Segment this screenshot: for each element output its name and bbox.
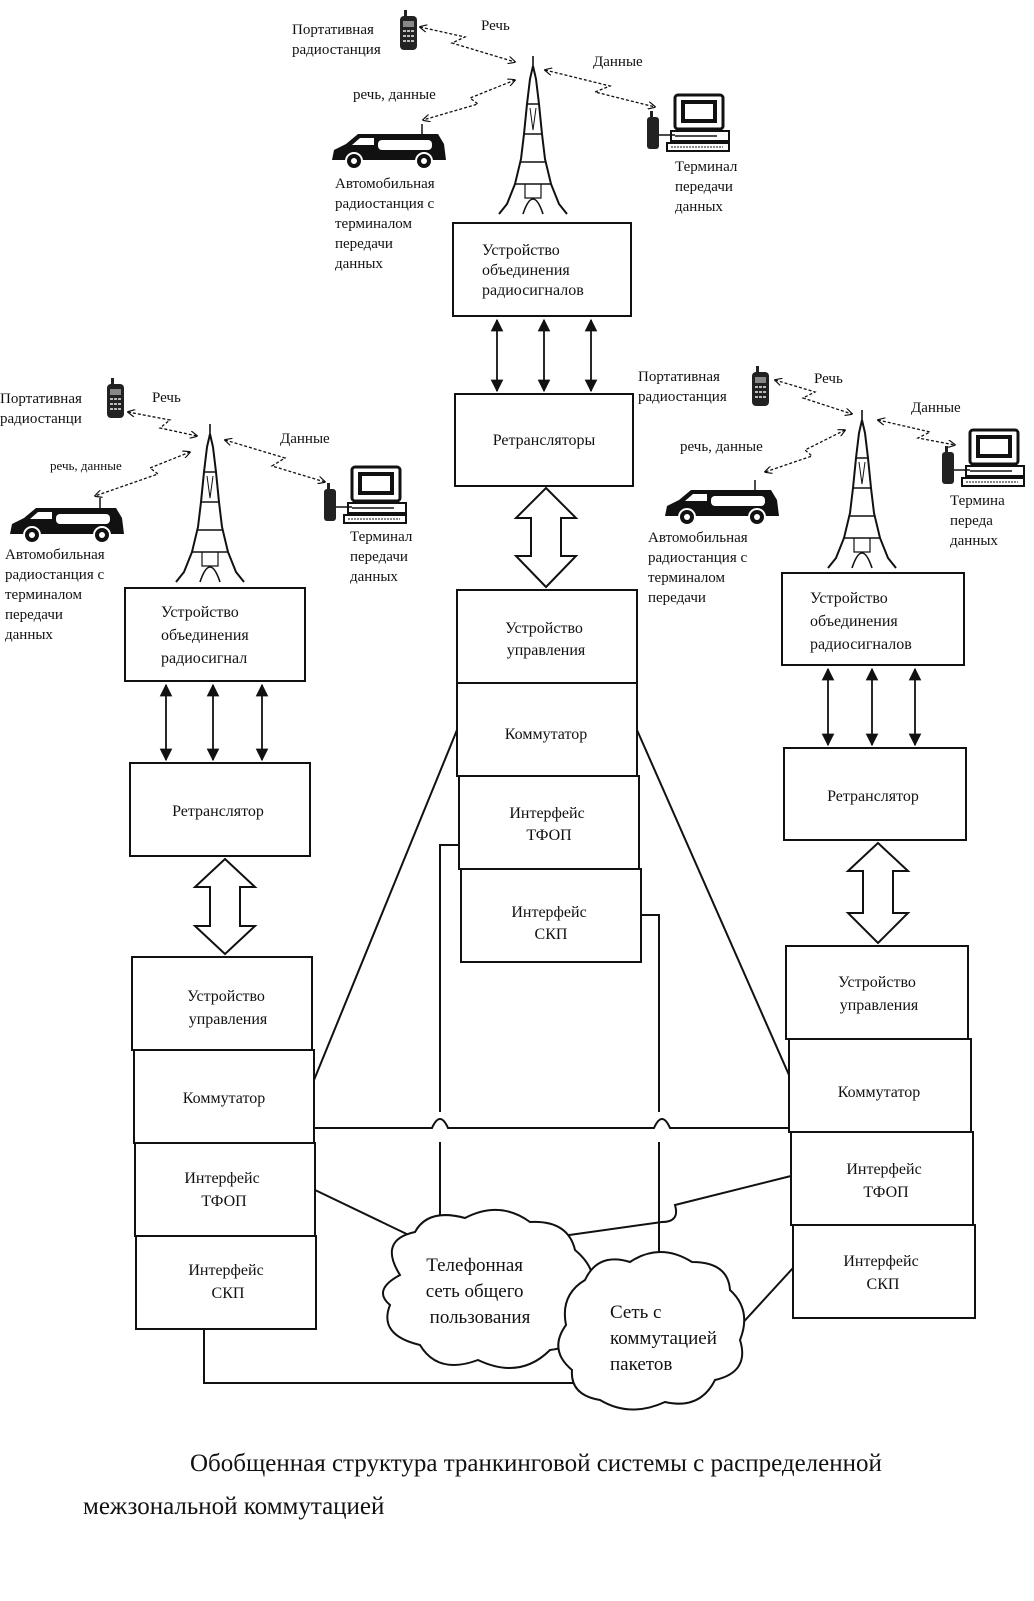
left-combiner-box (124, 587, 306, 682)
left-repeater-box (129, 762, 311, 857)
top-switch-box (456, 682, 638, 777)
left-pstn-if-label: Интерфейс ТФОП (184, 1170, 263, 1210)
right-pdn-if-label: Интерфейс СКП (843, 1253, 922, 1293)
right-pdn-if-box (792, 1224, 976, 1319)
right-combiner-box (781, 572, 965, 666)
left-double-arrow-icon (192, 857, 258, 956)
right-combiner-label: Устройство объединения радиосигналов (810, 590, 912, 653)
top-speech-data-label: речь, данные (353, 87, 436, 103)
top-speech-label: Речь (481, 18, 510, 34)
left-repeater-label: Ретранслятор (172, 803, 264, 820)
left-antenna-icon (175, 423, 245, 583)
top-control-label: Устройство управления (505, 620, 587, 659)
right-speech-label: Речь (814, 371, 843, 387)
left-switch-box (133, 1049, 315, 1144)
right-terminal-label: Термина переда данных (950, 493, 1008, 549)
right-speech-data-label: речь, данные (680, 439, 763, 455)
top-portable-radio-icon (400, 10, 417, 50)
left-data-terminal-icon (322, 465, 408, 525)
right-control-box (785, 945, 969, 1040)
right-pstn-if-box (790, 1131, 974, 1226)
top-cell: Портативная радиостанция Речь Данные реч… (292, 10, 741, 963)
right-pstn-if-label: Интерфейс ТФОП (846, 1161, 925, 1201)
pdn-cloud-label: Сеть с коммутацией пакетов (610, 1302, 722, 1375)
right-car-label: Автомобильная радиостанция с терминалом … (648, 530, 751, 606)
left-pdn-if-label: Интерфейс СКП (188, 1262, 267, 1302)
top-car-radio-icon (331, 123, 447, 170)
top-repeaters-box (454, 393, 634, 487)
left-cell: Портативная радиостанци Речь Данные речь… (0, 378, 416, 1330)
right-switch-label: Коммутатор (838, 1084, 920, 1101)
top-control-box (456, 589, 638, 684)
left-terminal-label: Терминал передачи данных (350, 529, 416, 585)
right-repeater-label: Ретранслятор (827, 788, 919, 805)
top-terminal-label: Терминал передачи данных (675, 159, 741, 215)
right-repeater-box (783, 747, 967, 841)
top-combiner-label: Устройство объединения радиосигналов (482, 242, 584, 299)
left-data-label: Данные (280, 431, 330, 447)
pstn-cloud: Телефонная сеть общего пользования (381, 1208, 594, 1369)
top-portable-label: Портативная радиостанция (292, 22, 381, 58)
left-control-box (131, 956, 313, 1051)
left-switch-label: Коммутатор (183, 1090, 265, 1107)
left-car-radio-icon (9, 497, 125, 544)
right-data-label: Данные (911, 400, 961, 416)
top-data-label: Данные (593, 54, 643, 70)
top-pstn-if-box (458, 775, 640, 870)
left-control-label: Устройство управления (187, 988, 269, 1028)
left-portable-radio-icon (107, 378, 124, 418)
left-speech-data-label: речь, данные (50, 458, 122, 473)
left-car-label: Автомобильная радиостанция с терминалом … (5, 547, 108, 643)
pdn-cloud: Сеть с коммутацией пакетов (557, 1251, 746, 1411)
left-portable-label: Портативная радиостанци (0, 391, 86, 427)
top-pdn-if-label: Интерфейс СКП (511, 904, 590, 943)
top-data-terminal-icon (645, 93, 731, 153)
right-portable-label: Портативная радиостанция (638, 369, 727, 405)
top-pdn-if-box (460, 868, 642, 963)
top-repeaters-label: Ретрансляторы (493, 432, 596, 449)
top-combiner-box (452, 222, 632, 317)
caption-line-1: Обобщенная структура транкинговой систем… (190, 1450, 882, 1477)
top-car-label: Автомобильная радиостанция с терминалом … (335, 176, 438, 272)
top-antenna-icon (498, 55, 568, 215)
top-double-arrow-icon (513, 486, 579, 589)
left-speech-label: Речь (152, 390, 181, 406)
right-data-terminal-icon (940, 428, 1026, 488)
top-switch-label: Коммутатор (505, 726, 587, 743)
right-double-arrow-icon (845, 841, 911, 945)
top-pstn-if-label: Интерфейс ТФОП (509, 805, 588, 844)
left-pdn-if-box (135, 1235, 317, 1330)
left-combiner-label: Устройство объединения радиосигнал (161, 604, 253, 667)
right-control-label: Устройство управления (838, 974, 920, 1014)
pstn-cloud-label: Телефонная сеть общего пользования (426, 1255, 531, 1328)
right-cell: Портативная радиостанция Речь Данные реч… (638, 366, 1026, 1319)
left-pstn-if-box (134, 1142, 316, 1237)
right-portable-radio-icon (752, 366, 769, 406)
right-car-radio-icon (664, 479, 780, 526)
caption-line-2: межзональной коммутацией (83, 1493, 385, 1520)
